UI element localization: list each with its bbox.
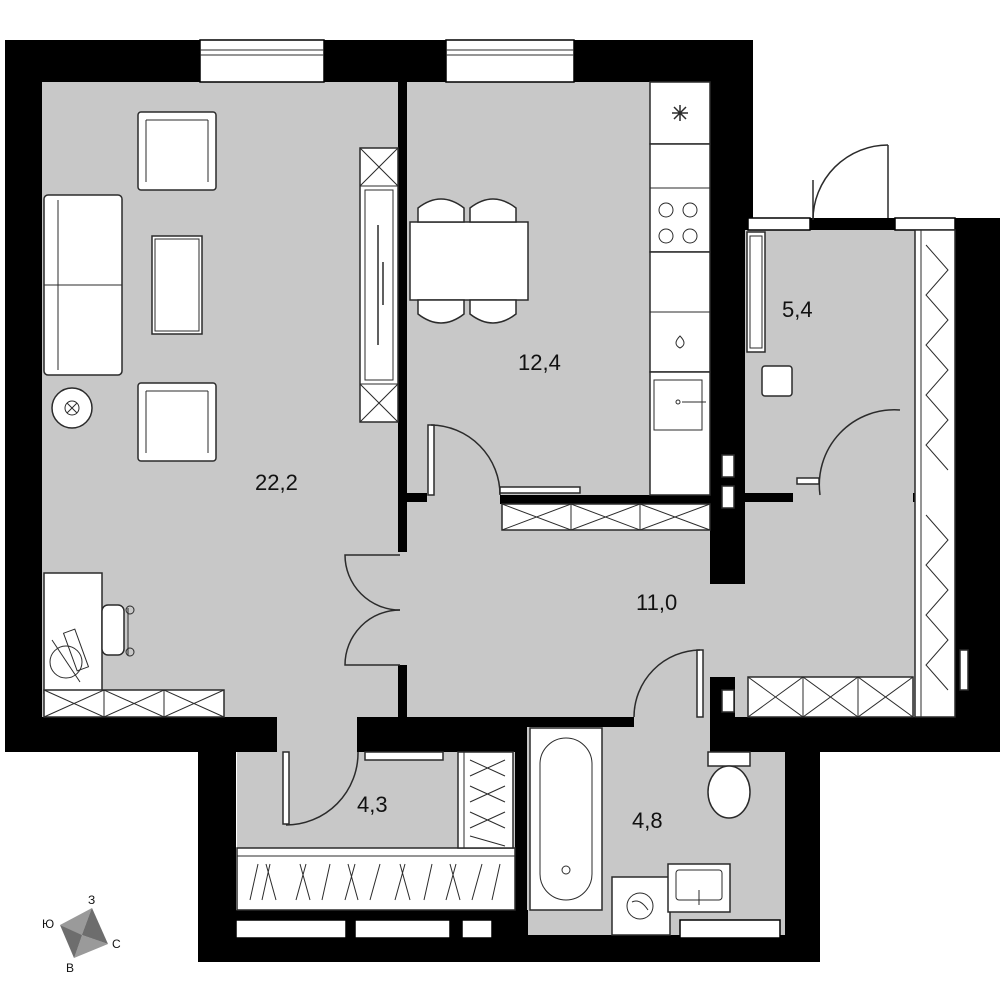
area-label-living: 22,2	[255, 470, 298, 495]
door-icon	[812, 144, 889, 221]
area-label-kitchen: 12,4	[518, 350, 561, 375]
wardrobe-icon	[43, 689, 225, 718]
wardrobe-icon	[501, 503, 711, 531]
window-icon	[199, 39, 325, 83]
doors	[282, 144, 901, 826]
coffee-table-icon	[151, 235, 203, 335]
office-chair-icon	[101, 604, 135, 657]
hall-furniture	[501, 229, 969, 718]
area-label-bathroom: 4,8	[632, 808, 663, 833]
window-icon	[445, 39, 575, 83]
sink-icon	[649, 371, 711, 496]
window-icon	[747, 217, 956, 231]
door-icon	[796, 409, 901, 496]
kitchen-furniture	[409, 81, 711, 496]
window-icon	[235, 919, 781, 939]
area-label-hall: 11,0	[636, 590, 677, 615]
door-icon	[633, 649, 704, 718]
bathroom-furniture	[529, 727, 751, 936]
sink-icon	[667, 863, 731, 913]
area-label-entry: 4,3	[357, 792, 388, 817]
compass-east: С	[112, 937, 121, 951]
wardrobe-icon	[236, 847, 516, 911]
countertop	[649, 251, 711, 373]
wall-niche	[721, 454, 969, 713]
compass-south: В	[66, 961, 74, 975]
storage-furniture	[746, 231, 793, 397]
fridge-icon	[649, 81, 711, 145]
area-label-storage: 5,4	[782, 297, 813, 322]
compass-west: Ю	[42, 917, 54, 931]
door-icon	[344, 554, 401, 666]
bathtub-icon	[529, 727, 603, 911]
wardrobe-icon	[359, 147, 399, 423]
desk-icon	[43, 572, 103, 694]
wardrobe-icon	[457, 751, 514, 849]
wardrobe-icon	[747, 676, 914, 718]
entry-furniture	[236, 751, 516, 911]
floor-storage	[745, 230, 915, 498]
windows	[199, 39, 956, 939]
counter-strip	[499, 486, 581, 494]
floor-lamp-icon	[51, 387, 93, 429]
washing-machine-icon	[611, 876, 671, 936]
compass-icon: З Ю С В	[42, 893, 121, 975]
armchair-icon	[137, 382, 217, 462]
wardrobe-icon	[914, 229, 956, 718]
stove-icon	[649, 143, 711, 253]
living-furniture	[43, 111, 399, 718]
dining-table-icon	[409, 221, 529, 301]
door-icon	[427, 424, 501, 496]
door-icon	[282, 751, 359, 826]
toilet-icon	[707, 751, 751, 819]
compass-north: З	[88, 893, 95, 907]
door-icon	[364, 751, 444, 761]
area-labels: 22,2 12,4 5,4 11,0 4,3 4,8	[255, 297, 813, 833]
sofa-icon	[43, 194, 123, 376]
chair-icon	[417, 198, 517, 324]
armchair-icon	[137, 111, 217, 191]
